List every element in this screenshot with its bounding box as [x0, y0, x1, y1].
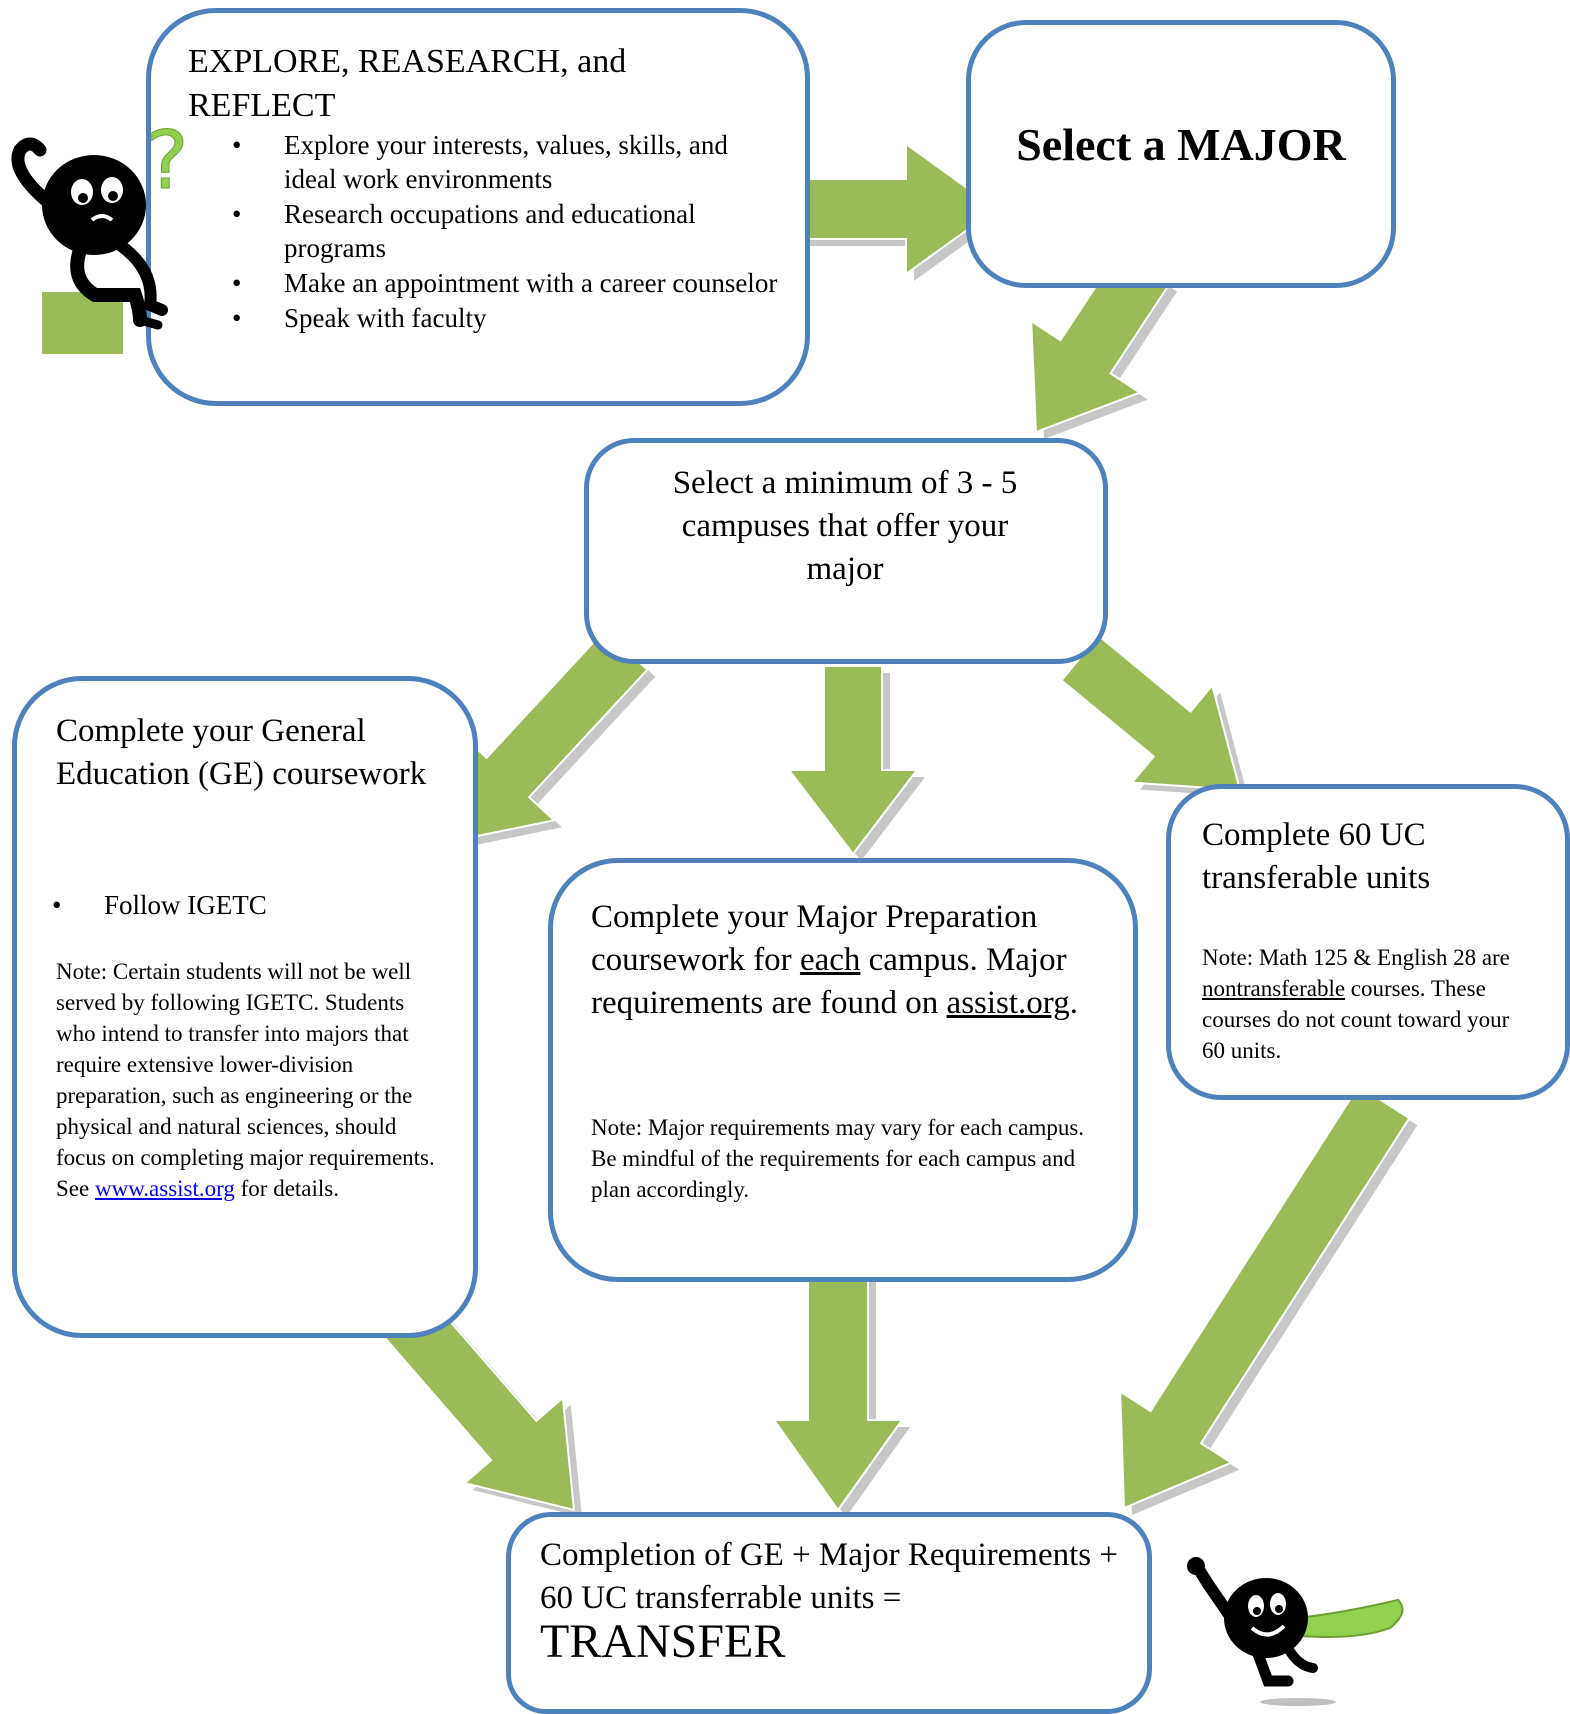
arrow-major-to-campuses — [1030, 250, 1178, 439]
transfer-box — [506, 1512, 1152, 1714]
list-item: •Research occupations and educational pr… — [232, 199, 696, 263]
arrow-units-to-transfer — [1119, 1084, 1418, 1515]
list-item: •Make an appointment with a career couns… — [232, 268, 778, 298]
campuses-box — [584, 438, 1108, 664]
units-note: Note: Math 125 & English 28 are nontrans… — [1202, 945, 1510, 1063]
campuses-text: Select a minimum of 3 - 5 campuses that … — [672, 465, 1018, 587]
ge-note: Note: Certain students will not be well … — [56, 959, 435, 1201]
explore-list: •Explore your interests, values, skills,… — [232, 128, 784, 335]
thinking-figure-icon: ? — [11, 120, 189, 354]
explore-box — [146, 8, 810, 406]
each-emphasis: each — [799, 942, 861, 978]
list-item: •Speak with faculty — [232, 303, 487, 333]
arrow-prep-to-transfer — [772, 1269, 910, 1517]
arrow-campuses-to-prep — [786, 665, 925, 861]
ge-list: •Follow IGETC — [52, 888, 444, 922]
list-item: •Explore your interests, values, skills,… — [232, 130, 728, 194]
ge-box — [12, 676, 478, 1338]
arrow-campuses-to-ge — [446, 628, 656, 849]
prep-note: Note: Major requirements may vary for ea… — [591, 1115, 1085, 1202]
ge-title: Complete your General Education (GE) cou… — [56, 713, 427, 792]
flying-figure-icon — [1187, 1557, 1404, 1706]
arrow-campuses-to-units — [1060, 634, 1248, 797]
assist-org-text: assist.org — [946, 985, 1070, 1021]
units-box — [1166, 784, 1570, 1100]
units-title: Complete 60 UC transferable units — [1202, 817, 1431, 896]
transfer-emphasis: TRANSFER — [540, 1615, 786, 1668]
major-box — [966, 20, 1396, 288]
assist-link[interactable]: www.assist.org — [94, 1176, 235, 1201]
prep-title: Complete your Major Preparation coursewo… — [591, 899, 1078, 1021]
explore-title: EXPLORE, REASEARCH, and REFLECT — [188, 43, 627, 124]
list-item: •Follow IGETC — [52, 890, 267, 920]
major-title: Select a MAJOR — [1016, 119, 1346, 170]
transfer-text: Completion of GE + Major Requirements + … — [540, 1537, 1118, 1668]
question-mark: ? — [146, 120, 188, 207]
prep-box — [548, 858, 1138, 1282]
